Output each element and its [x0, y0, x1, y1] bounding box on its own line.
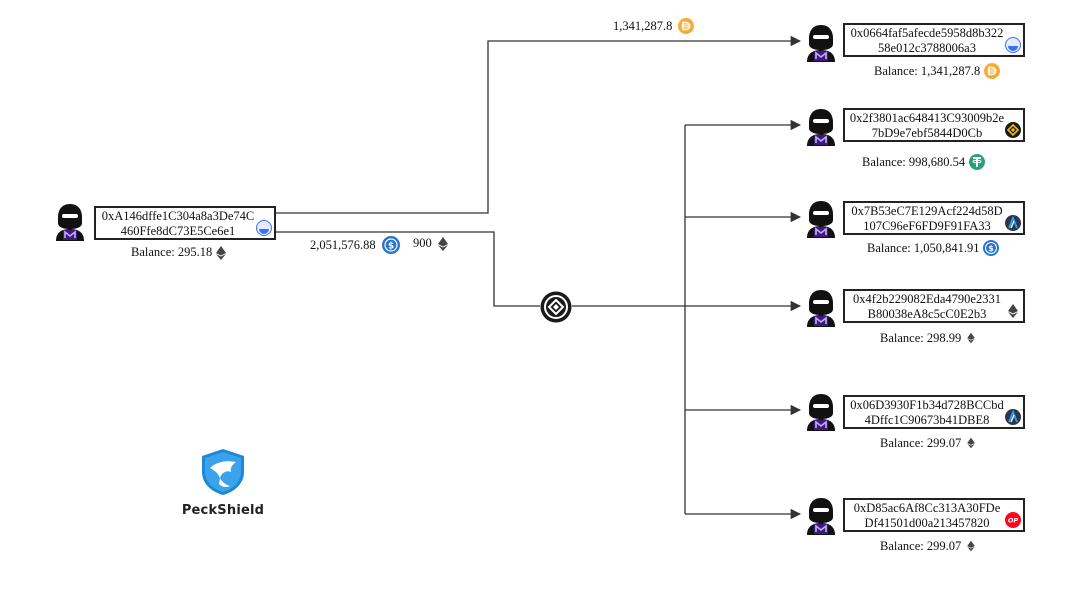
target-balance-text: Balance: 298.99 [880, 330, 962, 345]
eth-icon [967, 540, 975, 552]
hacker-avatar-icon [56, 204, 84, 241]
edge-label-mixer-1: 2,051,576.88 $ [310, 236, 400, 254]
eth-icon [216, 245, 227, 260]
hacker-avatar-icon [807, 25, 835, 62]
dai-icon [678, 18, 695, 34]
eth-icon [437, 236, 448, 251]
usdc-icon: $ [381, 236, 400, 254]
target-address-line-2: 107C96eF6FD9F91FA33 [863, 219, 991, 233]
source-balance: Balance: 295.18 [131, 245, 227, 260]
eth-icon [1008, 304, 1018, 318]
target-balance-text: Balance: 1,050,841.91 [867, 240, 980, 255]
mixer-hub-icon[interactable] [540, 291, 572, 323]
svg-text:$: $ [989, 244, 995, 253]
target-balance-2: Balance: 998,680.54 [862, 154, 986, 170]
dai-icon [984, 63, 1001, 79]
target-address-line-1: 0x06D3930F1b34d728BCCbd [850, 398, 1004, 412]
target-address-line-1: 0x7B53eC7E129Acf224d58D [851, 204, 1003, 218]
target-address-line-1: 0x0664faf5afecde5958d8b322 [850, 26, 1004, 40]
source-address-line-1: 0xA146dffe1C304a8a3De74C [101, 209, 255, 223]
target-address-line-2: 7bD9e7ebf5844D0Cb [871, 126, 983, 140]
source-address-box[interactable]: 0xA146dffe1C304a8a3De74C 460Ffe8dC73E5Ce… [94, 206, 276, 240]
edge-mixer-amount-2: 900 [413, 236, 432, 250]
edge-top-amount: 1,341,287.8 [613, 18, 673, 33]
target-balance-1: Balance: 1,341,287.8 [874, 63, 1001, 79]
arbitrum-chain-icon [1005, 215, 1021, 231]
hacker-avatar-icon [807, 394, 835, 431]
hacker-avatar-icon [807, 290, 835, 327]
target-address-line-2: 4Dffc1C90673b41DBE8 [864, 413, 990, 427]
peckshield-brand: PeckShield [178, 448, 268, 518]
hacker-avatar-icon [807, 498, 835, 535]
target-address-line-2: B80038eA8c5cC0E2b3 [867, 307, 987, 321]
edge-label-top: 1,341,287.8 [613, 18, 695, 34]
target-balance-4: Balance: 298.99 [880, 330, 977, 346]
source-balance-text: Balance: 295.18 [131, 245, 213, 259]
usdt-icon [969, 154, 986, 170]
source-address-line-2: 460Ffe8dC73E5Ce6e1 [120, 224, 236, 238]
bnb-chain-icon [1005, 122, 1021, 138]
target-address-line-1: 0x4f2b229082Eda4790e2331 [853, 292, 1001, 306]
target-balance-text: Balance: 998,680.54 [862, 154, 966, 169]
target-address-line-2: 58e012c3788006a3 [878, 41, 976, 55]
hacker-avatar-icon [807, 201, 835, 238]
peckshield-logo-icon [202, 449, 244, 495]
edge-source-to-mixer [276, 231, 540, 307]
target-balance-text: Balance: 299.07 [880, 435, 962, 450]
target-address-line-1: 0xD85ac6Af8Cc313A30FDe [853, 501, 1001, 515]
target-balance-3: Balance: 1,050,841.91 $ [867, 240, 1000, 256]
edge-source-to-target-1 [276, 35, 802, 214]
svg-text:$: $ [387, 242, 393, 252]
edge-mixer-amount-1: 2,051,576.88 [310, 237, 376, 252]
target-balance-6: Balance: 299.07 [880, 538, 977, 554]
ethereum-chain-icon [256, 220, 272, 236]
hacker-avatar-icon [807, 109, 835, 146]
ethereum-chain-icon [1005, 37, 1021, 53]
target-address-line-2: Df41501d00a213457820 [864, 516, 990, 530]
arbitrum-chain-icon [1005, 409, 1021, 425]
svg-text:OP: OP [1008, 517, 1019, 525]
target-balance-text: Balance: 299.07 [880, 538, 962, 553]
edge-label-mixer-2: 900 [413, 236, 448, 251]
optimism-chain-icon: OP [1005, 512, 1021, 528]
brand-name: PeckShield [181, 503, 265, 518]
target-balance-5: Balance: 299.07 [880, 435, 977, 451]
usdc-icon: $ [983, 240, 1000, 256]
target-balance-text: Balance: 1,341,287.8 [874, 63, 981, 78]
eth-icon [967, 332, 975, 344]
eth-icon [967, 437, 975, 449]
target-address-line-1: 0x2f3801ac648413C93009b2e [849, 111, 1005, 125]
